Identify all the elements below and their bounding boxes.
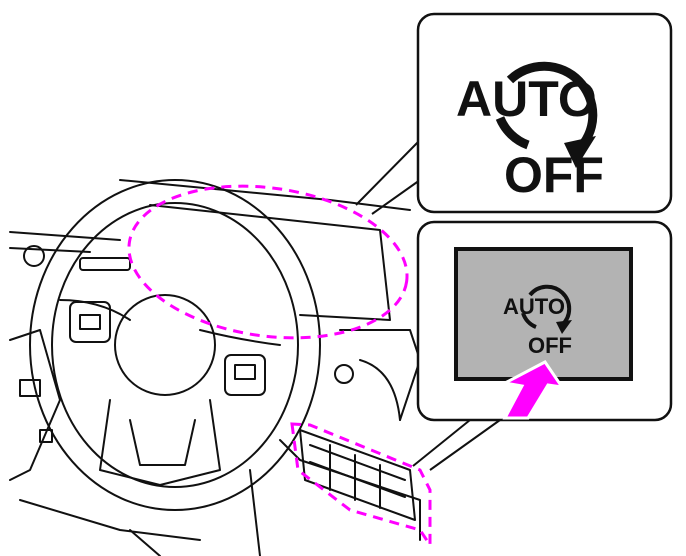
switch-highlight <box>290 422 432 550</box>
callout-large: AUTO OFF <box>416 12 673 214</box>
auto-off-arrow-icon <box>506 61 598 154</box>
callout-large-auto: AUTO <box>456 71 597 127</box>
callout-small-off: OFF <box>528 333 572 358</box>
meter-highlight <box>127 184 409 340</box>
auto-off-arrow-icon-small <box>528 284 572 327</box>
press-arrow-icon <box>500 360 566 420</box>
auto-off-switch[interactable] <box>454 247 633 381</box>
callout-small: AUTO OFF <box>416 220 673 422</box>
callout-small-auto: AUTO <box>503 294 565 319</box>
callout-large-off: OFF <box>504 147 604 203</box>
steering-wheel <box>29 179 321 511</box>
switch-panel <box>299 429 416 521</box>
